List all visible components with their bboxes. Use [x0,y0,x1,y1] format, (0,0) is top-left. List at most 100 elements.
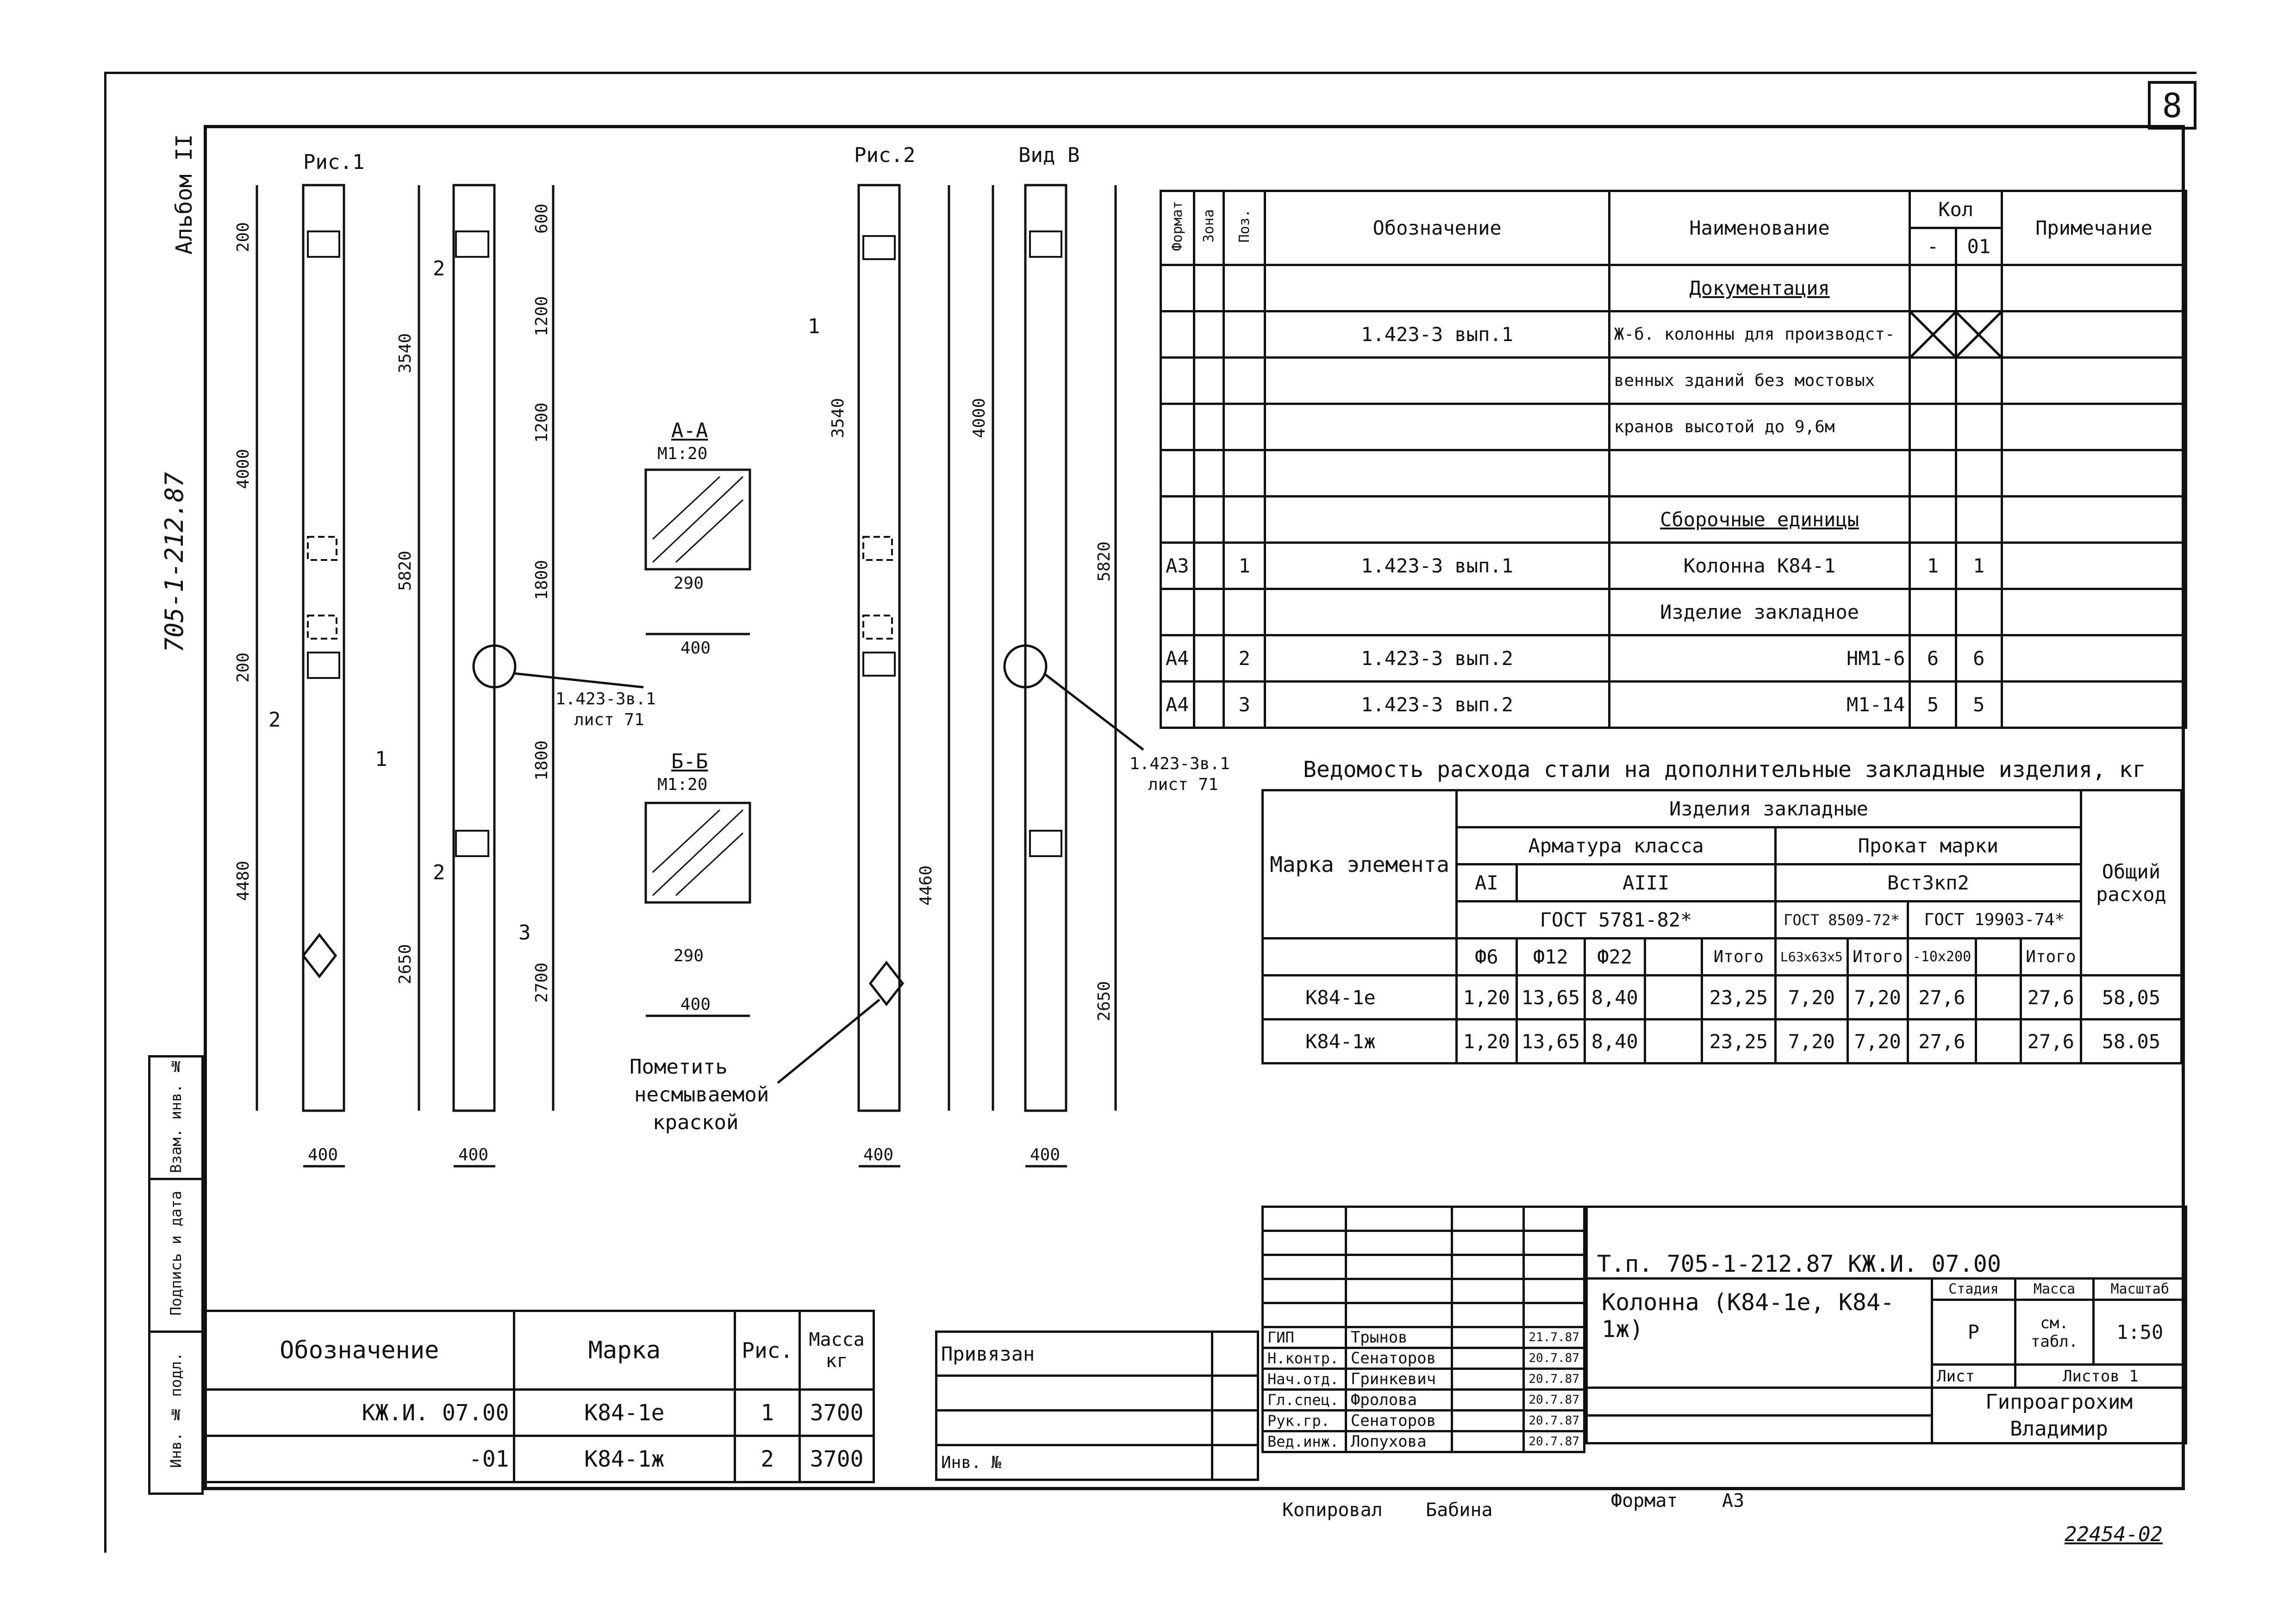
sig-date: 20.7.87 [1522,1388,1585,1412]
steel-col: L63х63х5 [1774,937,1849,976]
sig-name: Сенаторов [1344,1409,1454,1432]
steel-h-aiii: АIII [1515,863,1777,902]
sig-role: Вед.инж. [1261,1430,1347,1453]
dim-fig2: 3540 [829,398,848,438]
spec-cell: 1 [1223,541,1267,590]
dim-fig1-right: 1800 [532,560,551,600]
dim-view-b: 5820 [1095,541,1114,582]
spec-h-zone: Зона [1200,209,1217,243]
sig-date: 20.7.87 [1522,1347,1585,1370]
steel-col: Ф6 [1455,937,1518,976]
spec-cell: А4 [1160,634,1195,683]
steel-col [1975,937,2022,976]
dim-fig1-right: 600 [532,204,551,234]
steel-total: 58,05 [2079,974,2183,1020]
position-callout: 1 [808,315,820,338]
stamp-number: 22454-02 [2065,1523,2163,1546]
section-aa-scale: М1:20 [657,444,708,463]
steel-val: 8,40 [1584,1018,1646,1064]
steel-h-ai: АI [1455,863,1518,902]
ref-2-sheet: лист 71 [1148,775,1218,794]
sig-name: Сенаторов [1344,1347,1454,1370]
mark-cell: -01 [204,1435,515,1483]
section-bb-rect [644,802,751,904]
steel-val: 23,25 [1700,1018,1777,1064]
ref-2: 1.423-3в.1 [1129,754,1230,773]
strip-cell: Подпись и дата [167,1190,185,1316]
spec-cell: венных зданий без мостовых [1608,356,1911,405]
sig-role: Гл.спец. [1261,1388,1347,1412]
title-mass: см. табл. [2014,1299,2095,1366]
sig-role: ГИП [1261,1326,1347,1349]
sig-name: Фролова [1344,1388,1454,1412]
spec-cell: Документация [1608,264,1911,312]
steel-val [1975,974,2022,1020]
sig-name: Трынов [1344,1326,1454,1349]
title-stage: Р [1931,1299,2016,1366]
mark-cell: 3700 [799,1388,875,1437]
mark-h-mass: Масса [809,1329,865,1350]
spec-cell: 5 [1909,680,1957,729]
width-dim: 400 [863,1145,894,1164]
sig-role: Н.контр. [1261,1347,1347,1370]
footer-copied-name: Бабина [1426,1499,1493,1521]
spec-cell: Ж-б. колонны для производст- [1608,310,1911,359]
steel-h-vst: Вст3кп2 [1774,863,2082,902]
position-callout: 2 [433,861,445,884]
steel-row-mark: К84-1ж [1261,1018,1458,1064]
dim-fig1-left: 4480 [234,861,253,901]
footer-copied: Копировал [1282,1499,1383,1521]
spec-table: Формат Зона Поз. Обозначение Наименовани… [1160,190,2187,729]
binding-block: Привязан Инв. № [935,1331,1260,1481]
steel-h-gost1: ГОСТ 5781-82* [1455,900,1777,939]
title-city: Владимир [1931,1415,2187,1444]
steel-table-title: Ведомость расхода стали на дополнительны… [1303,757,2146,783]
mark-cell: 3700 [799,1435,875,1483]
spec-cell: 1.423-3 вып.2 [1264,680,1610,729]
steel-val: 7,20 [1774,974,1849,1020]
spec-cell: 1.423-3 вып.2 [1264,634,1610,683]
steel-h-gost2: ГОСТ 8509-72* [1774,900,1909,939]
column-fig1-front [302,184,345,1112]
section-aa-title: А-А [671,419,708,442]
spec-cell: 3 [1223,680,1267,729]
spec-cell: А4 [1160,680,1195,729]
dim-bb-400: 400 [680,995,711,1014]
spec-cell: А3 [1160,541,1195,590]
width-dim: 400 [308,1145,338,1164]
binding-label: Привязан [935,1331,1213,1377]
note-line-2: несмываемой [634,1083,769,1107]
sig-date: 21.7.87 [1522,1326,1585,1349]
steel-val: 27,6 [1906,1018,1978,1064]
title-mass-h: Масса [2014,1277,2095,1301]
steel-col: Итого [1846,937,1909,976]
dim-fig1-mid: 5820 [396,551,415,591]
spec-cell: 2 [1223,634,1267,683]
spec-h-qty: Кол [1909,190,2003,229]
title-code: Т.п. 705-1-212.87 КЖ.И. 07.00 [1585,1206,2187,1280]
drawing-frame [204,125,2185,1490]
steel-col: Ф22 [1584,937,1646,976]
steel-h-rolled: Прокат марки [1774,826,2082,865]
sig-date: 20.7.87 [1522,1368,1585,1391]
title-sheet-h: Лист [1931,1363,2016,1389]
spec-h-name: Наименование [1608,190,1911,266]
signature-scribble [1450,1326,1525,1349]
signature-scribble [1450,1347,1525,1370]
fig1-label: Рис.1 [303,150,365,174]
dim-fig1-right: 2700 [532,963,551,1003]
mark-cell: КЖ.И. 07.00 [204,1388,515,1437]
spec-cell: Колонна К84-1 [1608,541,1911,590]
steel-val: 23,25 [1700,974,1777,1020]
spec-cell: Изделие закладное [1608,588,1911,636]
steel-col: -10х200 [1906,937,1978,976]
mark-h-mass-unit: кг [825,1350,848,1372]
position-callout: 2 [433,257,445,280]
spec-cell: 6 [1954,634,2003,683]
spec-cell: НМ1-6 [1608,634,1911,683]
steel-col: Итого [1700,937,1777,976]
steel-h-gost3: ГОСТ 19903-74* [1906,900,2082,939]
title-text: Колонна (К84-1е, К84-1ж) [1585,1277,1934,1389]
